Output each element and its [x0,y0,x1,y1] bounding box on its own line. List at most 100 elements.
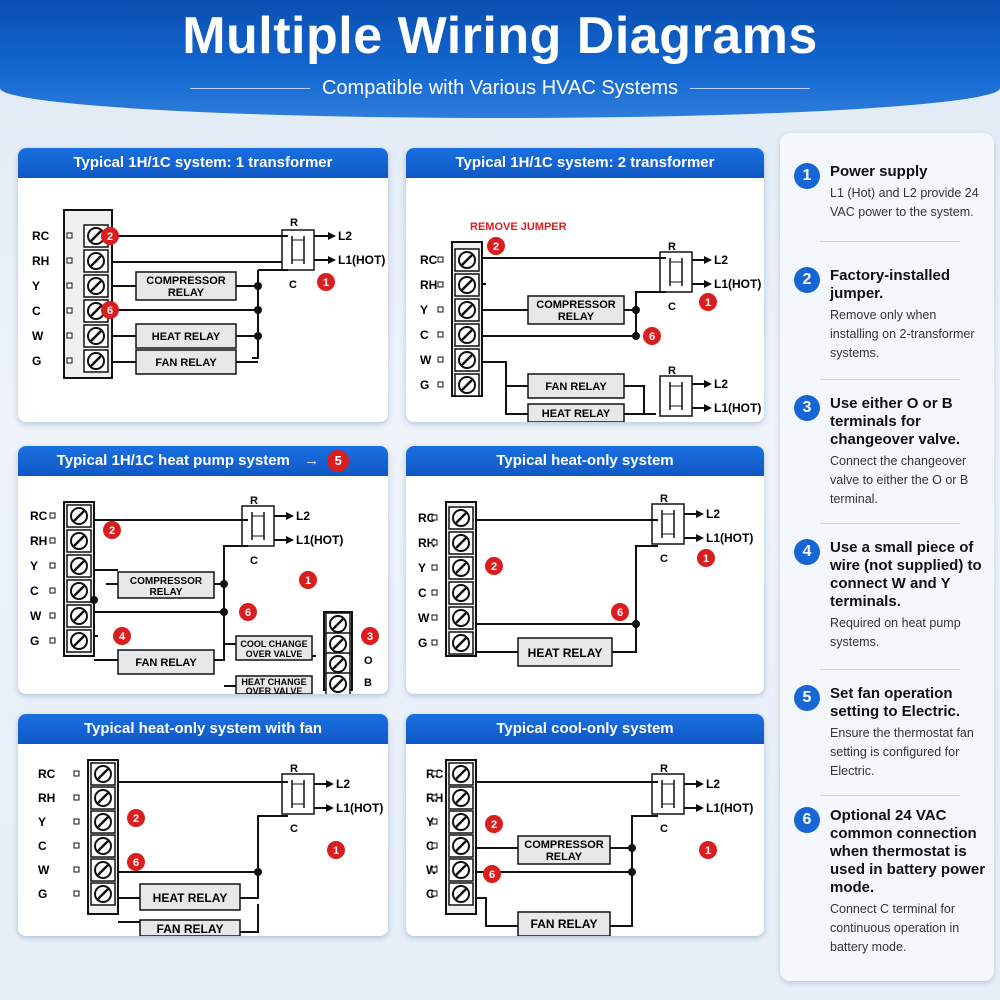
svg-text:O: O [364,655,373,667]
note-1: 1 Power supply L1 (Hot) and L2 provide 2… [794,163,988,222]
svg-text:R: R [668,241,676,253]
note-6: 6 Optional 24 VAC common connection when… [794,807,988,957]
svg-text:L2: L2 [336,777,350,791]
terminal-label: W [420,353,432,367]
svg-text:FAN RELAY: FAN RELAY [157,922,224,936]
note-body: L1 (Hot) and L2 provide 24 VAC power to … [830,186,979,219]
svg-text:RELAY: RELAY [150,587,183,598]
terminal-label: RH [418,536,435,550]
note-title: Factory-installed jumper. [830,267,951,302]
terminal-label: W [418,611,430,625]
svg-text:1: 1 [703,553,709,565]
note-title: Power supply [830,163,928,180]
terminal-label: C [38,839,47,853]
terminal-screw [82,348,110,374]
terminal-label: Y [32,279,40,293]
terminal-label: RC [418,511,436,525]
svg-text:2: 2 [491,561,497,573]
badge-6: 6 [101,301,119,319]
divider [820,795,960,796]
terminal-screw [453,372,481,398]
badge-5: 5 [327,450,350,473]
note-number: 4 [794,539,820,565]
svg-text:RELAY: RELAY [546,851,583,863]
divider [820,523,960,524]
svg-text:2: 2 [133,813,139,825]
terminal-label: C [418,586,427,600]
svg-text:C: C [668,301,676,313]
fan-relay-label: FAN RELAY [155,357,217,369]
terminal-screw [447,555,475,581]
svg-text:COOL CHANGE: COOL CHANGE [240,639,307,649]
note-title: Optional 24 VAC common connection when t… [830,807,986,896]
note-title: Set fan operation setting to Electric. [830,685,961,720]
svg-text:L1(HOT): L1(HOT) [336,801,383,815]
svg-text:L1(HOT): L1(HOT) [706,531,753,545]
l2-label: L2 [338,229,352,243]
terminal-screw [447,761,475,787]
terminal-screw [89,857,117,883]
svg-text:L1(HOT): L1(HOT) [714,401,761,415]
svg-text:6: 6 [245,607,251,619]
terminal-label: C [426,839,435,853]
note-number: 1 [794,163,820,189]
terminal-label: W [38,863,50,877]
terminal-label: W [30,609,42,623]
svg-text:2: 2 [491,819,497,831]
badge-1: 1 [317,273,335,291]
terminal-screw [89,761,117,787]
diagram-title: Typical cool-only system [406,714,764,744]
l1-label: L1(HOT) [338,253,385,267]
diagram-title: Typical 1H/1C system: 1 transformer [18,148,388,178]
terminal-label: RC [32,229,50,243]
svg-text:1: 1 [705,297,711,309]
terminal-screw [324,671,352,694]
terminal-screw [65,578,93,604]
svg-text:B: B [364,677,372,689]
svg-text:FAN RELAY: FAN RELAY [135,657,197,669]
compressor-relay-label: COMPRESSOR [146,275,226,287]
diagram-title: Typical 1H/1C system: 2 transformer [406,148,764,178]
note-number: 3 [794,395,820,421]
terminal-label: G [418,636,427,650]
terminal-label: W [32,329,44,343]
svg-text:C: C [290,823,298,835]
svg-text:COMPRESSOR: COMPRESSOR [536,299,616,311]
terminal-label: Y [426,815,434,829]
terminal-screw [82,248,110,274]
terminal-label: Y [38,815,46,829]
terminal-screw [65,553,93,579]
terminal-label: Y [30,559,38,573]
terminal-screw [447,530,475,556]
terminal-label: RH [420,278,437,292]
note-number: 5 [794,685,820,711]
diagram-title: Typical heat-only system with fan [18,714,388,744]
terminal-label: RH [32,254,49,268]
terminal-screw [324,651,352,677]
svg-text:C: C [660,823,668,835]
svg-text:L2: L2 [706,507,720,521]
divider [820,379,960,380]
terminal-screw [65,603,93,629]
note-number: 6 [794,807,820,833]
note-body: Required on heat pump systems. [830,616,961,649]
terminal-screw [447,505,475,531]
svg-text:COMPRESSOR: COMPRESSOR [130,576,203,587]
terminal-screw [89,809,117,835]
terminal-label: C [420,328,429,342]
svg-text:R: R [660,763,668,775]
terminal-screw [453,272,481,298]
note-title: Use a small piece of wire (not supplied)… [830,539,982,610]
terminal-screw [82,323,110,349]
svg-text:6: 6 [617,607,623,619]
terminal-label: RH [38,791,55,805]
svg-text:FAN RELAY: FAN RELAY [531,917,598,931]
terminal-label: Y [420,303,428,317]
svg-text:R: R [250,495,258,507]
svg-text:1: 1 [333,845,339,857]
svg-text:HEAT RELAY: HEAT RELAY [528,646,603,660]
svg-text:4: 4 [119,631,126,643]
svg-text:2: 2 [107,231,113,243]
svg-text:1: 1 [323,277,329,289]
